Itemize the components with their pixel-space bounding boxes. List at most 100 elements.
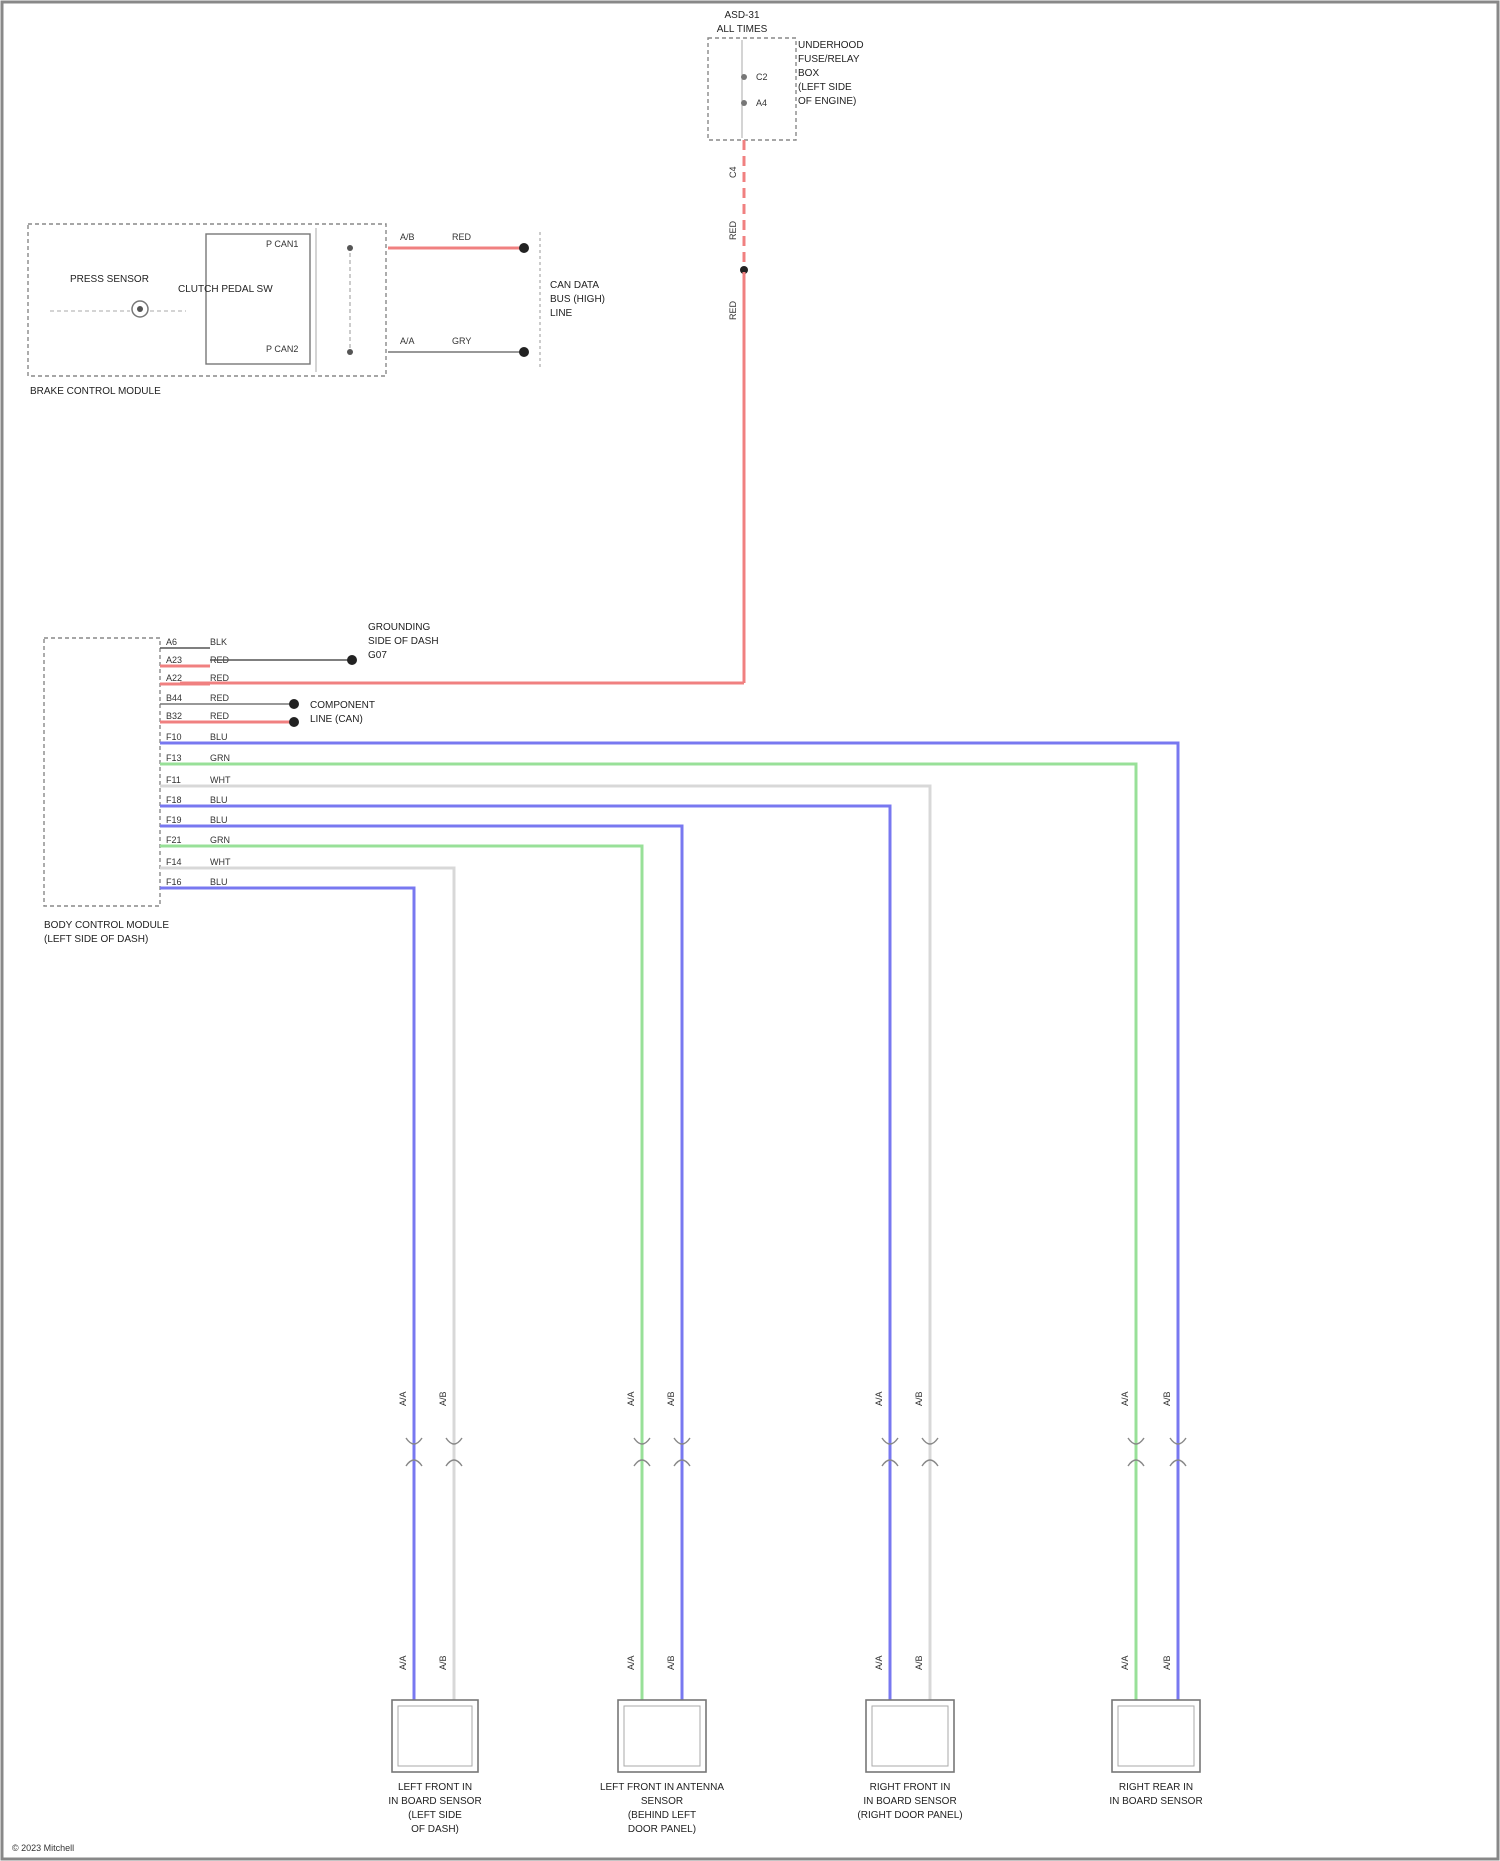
svg-text:BUS (HIGH): BUS (HIGH) (550, 294, 605, 305)
sensor-label: LEFT FRONT IN (398, 1782, 472, 1793)
svg-text:A/A: A/A (400, 336, 415, 346)
sensor-body (866, 1700, 954, 1772)
connector-label: A/B (666, 1655, 676, 1670)
sensor-label: SENSOR (641, 1796, 683, 1807)
fuse-text-2: FUSE/RELAY (798, 54, 860, 65)
bcm-pin-label: B44 (166, 693, 182, 703)
bcm-wire-color: WHT (210, 775, 231, 785)
svg-text:CAN DATA: CAN DATA (550, 280, 599, 291)
bcm-pin-label: F19 (166, 815, 182, 825)
fuse-text-5: OF ENGINE) (798, 96, 856, 107)
connector-label: A/A (1120, 1391, 1130, 1406)
fuse-box-outline (708, 38, 796, 140)
connector-label: A/B (666, 1391, 676, 1406)
brake-module-caption: BRAKE CONTROL MODULE (30, 386, 161, 397)
fuse-text-4: (LEFT SIDE (798, 82, 852, 93)
bcm-wire-color: BLU (210, 815, 228, 825)
bcm-wire-color: BLU (210, 795, 228, 805)
wire-s1-blue (160, 888, 414, 1700)
sensor-2: A/A A/B A/A A/B LEFT FRONT IN ANTENNA SENSOR (… (600, 1391, 724, 1835)
sensor-label: RIGHT FRONT IN (870, 1782, 951, 1793)
bcm-pin-label: A23 (166, 655, 182, 665)
sensor-body (1112, 1700, 1200, 1772)
wire-s2-green (160, 846, 642, 1700)
connector-label: A/A (1120, 1655, 1130, 1670)
fuse-pin-2: A4 (756, 98, 767, 108)
connector-label: A/A (874, 1391, 884, 1406)
bcm-wire-color: GRN (210, 753, 230, 763)
brake-pin-2: P CAN2 (266, 344, 298, 354)
sensor-label: LEFT FRONT IN ANTENNA (600, 1782, 724, 1793)
connector-label: A/A (398, 1391, 408, 1406)
bcm-wire-color: BLU (210, 877, 228, 887)
connector-label: A/B (914, 1391, 924, 1406)
bcm-pin-label: F14 (166, 857, 182, 867)
brake-inner-right: CLUTCH PEDAL SW (178, 284, 273, 295)
bcm-wire-color: RED (210, 673, 230, 683)
fuse-pin-1: C2 (756, 72, 768, 82)
connector-label: A/A (398, 1655, 408, 1670)
svg-text:GROUNDING: GROUNDING (368, 622, 430, 633)
body-control-module: A6BLKA23REDA22REDB44REDB32REDF10BLUF13GR… (44, 622, 439, 945)
svg-text:RED: RED (728, 220, 738, 240)
sensor-label: IN BOARD SENSOR (863, 1796, 956, 1807)
sensor-label: IN BOARD SENSOR (1109, 1796, 1202, 1807)
sensor-wires (160, 743, 1178, 1700)
bcm-wire-color: GRN (210, 835, 230, 845)
connector-label: A/A (626, 1655, 636, 1670)
bcm-pin-label: F18 (166, 795, 182, 805)
bcm-pin-label: F16 (166, 877, 182, 887)
bcm-pin-label: F10 (166, 732, 182, 742)
footer-text: © 2023 Mitchell (12, 1843, 74, 1853)
fuse-box: ASD-31 ALL TIMES C2 A4 UNDERHOOD FUSE/RE… (708, 10, 864, 320)
bcm-wire-color: BLU (210, 732, 228, 742)
brake-module: PRESS SENSOR CLUTCH PEDAL SW P CAN1 P CA… (28, 224, 605, 397)
wire-s1-white (160, 868, 454, 1700)
bcm-wire-color: RED (210, 711, 230, 721)
sensor-label: DOOR PANEL) (628, 1824, 696, 1835)
svg-text:GRY: GRY (452, 336, 471, 346)
connector-label: A/B (438, 1391, 448, 1406)
wire-s3-blue (160, 806, 890, 1700)
bcm-wire-color: RED (210, 693, 230, 703)
fuse-box-header: ASD-31 (724, 10, 759, 21)
sensor-body (392, 1700, 478, 1772)
brake-pin-1: P CAN1 (266, 239, 298, 249)
bcm-pin-label: F11 (166, 775, 181, 785)
svg-text:C4: C4 (728, 166, 738, 178)
bcm-pin-label: B32 (166, 711, 182, 721)
connector-label: A/A (626, 1391, 636, 1406)
svg-text:A/B: A/B (400, 232, 415, 242)
fuse-box-header-2: ALL TIMES (717, 24, 768, 35)
sensor-label: OF DASH) (411, 1824, 459, 1835)
bcm-pin-label: A6 (166, 637, 177, 647)
connector-label: A/A (874, 1655, 884, 1670)
sensor-label: (BEHIND LEFT (628, 1810, 696, 1821)
svg-text:RED: RED (452, 232, 472, 242)
svg-text:G07: G07 (368, 650, 387, 661)
sensor-label: RIGHT REAR IN (1119, 1782, 1193, 1793)
svg-text:LINE (CAN): LINE (CAN) (310, 714, 363, 725)
bcm-pin-label: F13 (166, 753, 182, 763)
bcm-pin-label: A22 (166, 673, 182, 683)
sensor-3: A/A A/B A/A A/B RIGHT FRONT IN IN BOARD SENSO… (857, 1391, 962, 1821)
bcm-wire-color: BLK (210, 637, 227, 647)
sensor-label: (RIGHT DOOR PANEL) (857, 1810, 962, 1821)
bcm-pin-label: F21 (166, 835, 182, 845)
svg-text:COMPONENT: COMPONENT (310, 700, 375, 711)
svg-text:RED: RED (728, 300, 738, 320)
fuse-text-3: BOX (798, 68, 819, 79)
connector-label: A/B (914, 1655, 924, 1670)
connector-label: A/B (1162, 1655, 1172, 1670)
sensor-groups: A/A A/B A/A A/B LEFT FRONT IN IN BOARD SENSOR… (388, 1391, 1202, 1835)
connector-label: A/B (438, 1655, 448, 1670)
bcm-outline (44, 638, 160, 906)
bcm-wire-color: WHT (210, 857, 231, 867)
sensor-label: (LEFT SIDE (408, 1810, 462, 1821)
sensor-body (618, 1700, 706, 1772)
svg-text:SIDE OF DASH: SIDE OF DASH (368, 636, 439, 647)
